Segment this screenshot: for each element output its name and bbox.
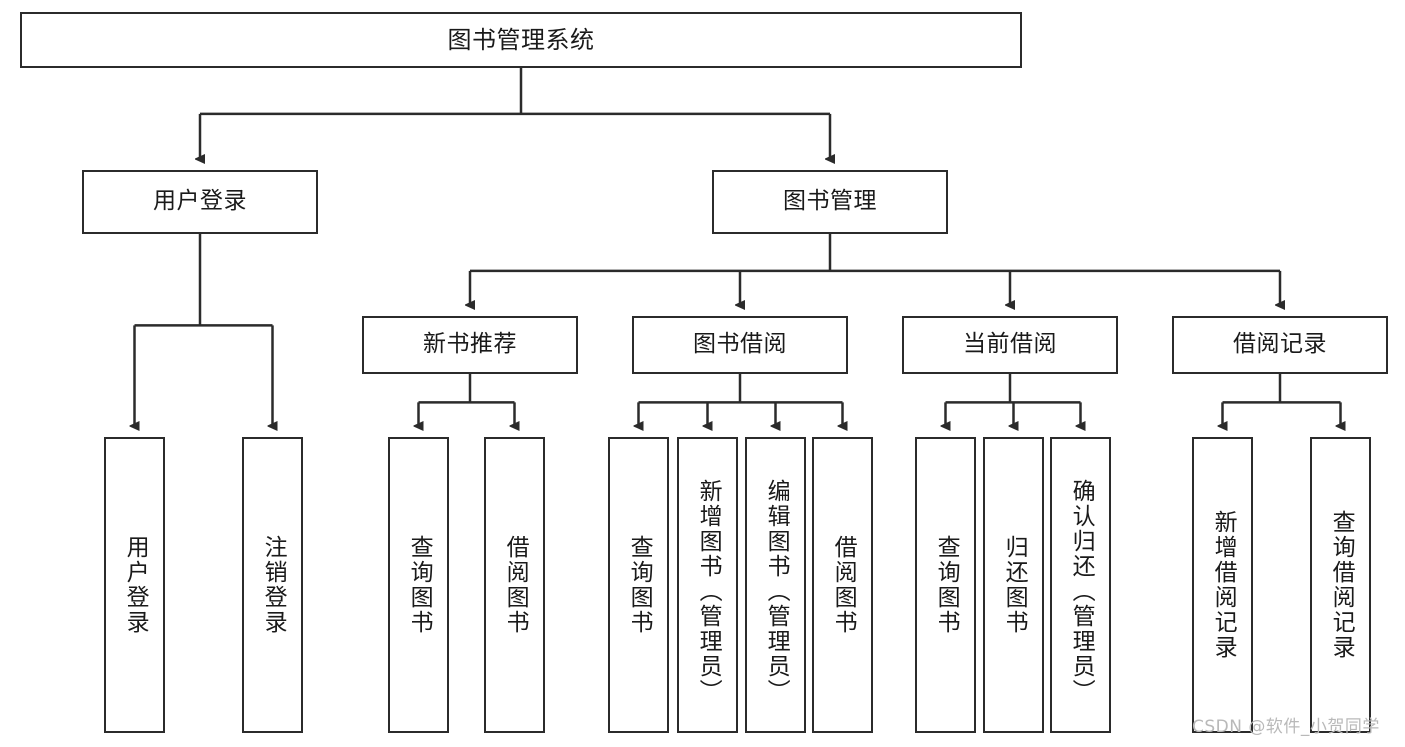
node-leaf-confirm-return[interactable]: 确认归还（管理员） [1050, 437, 1111, 733]
node-new-book-recommend[interactable]: 新书推荐 [362, 316, 578, 374]
node-leaf-add-record[interactable]: 新增借阅记录 [1192, 437, 1253, 733]
node-leaf-edit-book[interactable]: 编辑图书（管理员） [745, 437, 806, 733]
node-label: 新增图书（管理员） [695, 478, 722, 704]
node-label: 查询借阅记录 [1328, 510, 1355, 660]
node-label: 图书管理系统 [447, 25, 595, 54]
node-label: 注销登录 [260, 535, 287, 635]
node-label: 编辑图书（管理员） [763, 478, 790, 704]
node-label: 借阅记录 [1233, 331, 1327, 358]
node-label: 图书借阅 [693, 331, 787, 358]
node-label: 图书管理 [783, 188, 877, 215]
node-leaf-return-book[interactable]: 归还图书 [983, 437, 1044, 733]
csdn-watermark: CSDN @软件_小贺同学 [1192, 717, 1380, 737]
node-label: 查询图书 [626, 535, 653, 635]
node-current-borrow[interactable]: 当前借阅 [902, 316, 1118, 374]
node-label: 当前借阅 [963, 331, 1057, 358]
node-leaf-query-book-1[interactable]: 查询图书 [388, 437, 449, 733]
node-leaf-borrow-book-1[interactable]: 借阅图书 [484, 437, 545, 733]
node-leaf-query-book-3[interactable]: 查询图书 [915, 437, 976, 733]
node-leaf-user-login[interactable]: 用户登录 [104, 437, 165, 733]
node-label: 确认归还（管理员） [1068, 478, 1095, 704]
node-leaf-logout[interactable]: 注销登录 [242, 437, 303, 733]
node-leaf-borrow-book-2[interactable]: 借阅图书 [812, 437, 873, 733]
node-leaf-query-record[interactable]: 查询借阅记录 [1310, 437, 1371, 733]
node-label: 查询图书 [933, 535, 960, 635]
node-label: 用户登录 [122, 535, 149, 635]
node-root[interactable]: 图书管理系统 [20, 12, 1022, 68]
node-book-borrow[interactable]: 图书借阅 [632, 316, 848, 374]
node-label: 归还图书 [1001, 535, 1028, 635]
node-label: 借阅图书 [502, 535, 529, 635]
node-label: 新书推荐 [423, 331, 517, 358]
node-label: 用户登录 [153, 188, 247, 215]
node-leaf-add-book[interactable]: 新增图书（管理员） [677, 437, 738, 733]
node-user-login[interactable]: 用户登录 [82, 170, 318, 234]
node-label: 查询图书 [406, 535, 433, 635]
node-leaf-query-book-2[interactable]: 查询图书 [608, 437, 669, 733]
node-label: 新增借阅记录 [1210, 510, 1237, 660]
node-borrow-record[interactable]: 借阅记录 [1172, 316, 1388, 374]
node-label: 借阅图书 [830, 535, 857, 635]
node-book-manage[interactable]: 图书管理 [712, 170, 948, 234]
